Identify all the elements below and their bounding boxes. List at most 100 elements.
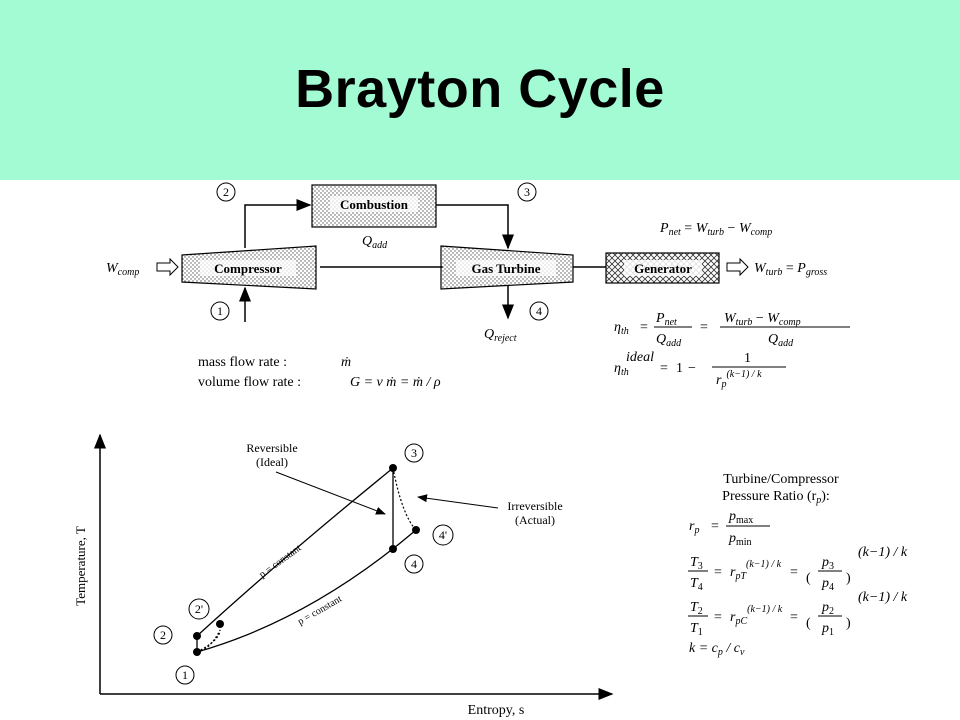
k-eq: k = cp / cv [689,641,745,658]
irreversible-pointer [417,494,499,509]
svg-text:2: 2 [160,628,166,642]
flow-3-line [436,204,514,250]
pressure-ratio-heading-1: Turbine/Compressor [723,472,839,487]
eta-ideal-den: rp(k−1) / k [716,369,762,390]
rp-def-lhs: rp [689,519,699,536]
reversible-pointer [275,471,386,515]
eta-ideal-sup: ideal [626,350,654,365]
rpt-term: rpT(k−1) / k [730,559,782,582]
w-turb-arrow-icon [726,257,749,277]
slide-title: Brayton Cycle [295,59,665,119]
svg-text:4: 4 [411,557,417,571]
process-2-3 [196,467,394,637]
state-3-marker: 3 [517,182,537,202]
point-2 [193,632,201,640]
svg-text:2': 2' [195,602,203,616]
label-point-3: 3 [404,443,424,463]
irreversible-sub-label: (Actual) [515,513,555,527]
rp-def-num: pmax [728,509,753,526]
svg-text:3: 3 [411,446,417,460]
title-banner [0,0,960,180]
point-3 [389,464,397,472]
pressure-ratio-panel: Turbine/Compressor Pressure Ratio (rp): … [688,472,908,658]
eta-den-qadd: Qadd [656,332,682,349]
point-2prime [216,620,224,628]
svg-text:=: = [714,610,722,625]
cycle-schematic: Combustion Qadd Compressor Gas Turbine G… [106,182,827,390]
pressure-ratio-heading-2: Pressure Ratio (rp): [722,489,830,506]
svg-text:=: = [711,519,719,534]
p3-num: p3 [821,555,834,572]
state-1-marker: 1 [210,301,230,321]
flow-2-line [244,199,312,248]
eta-num-pnet: Pnet [655,311,677,328]
p4-den: p4 [821,576,834,593]
svg-text:2: 2 [223,185,229,199]
label-point-4prime: 4' [432,524,454,546]
svg-text:3: 3 [524,185,530,199]
eta-th-symbol: ηth [614,320,629,337]
gas-turbine-label: Gas Turbine [471,261,540,276]
process-1-2prime [196,629,221,653]
eta-den-qadd-2: Qadd [768,332,794,349]
eta-num-w: Wturb − Wcomp [724,311,801,328]
svg-text:): ) [846,616,851,631]
point-1 [193,648,201,656]
rp-def-den: pmin [728,531,752,548]
t2-t1-den: T1 [690,621,703,638]
w-comp-arrow-icon [156,257,179,277]
point-4prime [412,526,420,534]
svg-text:=: = [714,565,722,580]
p21-exp: (k−1) / k [858,590,908,605]
p34-exp: (k−1) / k [858,545,908,560]
reversible-label: Reversible [246,441,297,455]
state-2-marker: 2 [216,182,236,202]
combustion-label: Combustion [340,197,409,212]
ts-diagram: Temperature, T Entropy, s p = constant p… [73,433,614,718]
efficiency-equations: Pnet = Wturb − Wcomp ηth = Pnet Qadd = W… [614,221,850,390]
p2-num: p2 [821,600,834,617]
svg-text:4': 4' [439,528,447,542]
q-add-label: Qadd [362,234,388,251]
svg-text:1: 1 [217,304,223,318]
svg-text:=: = [700,320,708,335]
eta-ideal-symbol: ηth [614,361,629,378]
y-axis-label: Temperature, T [73,526,88,606]
point-4 [389,545,397,553]
label-point-2: 2 [153,625,173,645]
w-comp-label: Wcomp [106,261,139,278]
t2-t1-num: T2 [690,600,703,617]
svg-text:−: − [688,361,696,376]
state-4-marker: 4 [529,301,549,321]
p1-den: p1 [821,621,834,638]
svg-text:=: = [790,610,798,625]
compressor-label: Compressor [214,261,282,276]
svg-text:=: = [660,361,668,376]
generator-label: Generator [634,261,692,276]
mass-flow-label: mass flow rate : [198,355,287,370]
svg-text:(: ( [806,616,811,631]
x-axis-label: Entropy, s [468,703,525,718]
eta-ideal-num: 1 [744,351,751,366]
svg-text:4: 4 [536,304,542,318]
t3-t4-num: T3 [690,555,703,572]
svg-text:): ) [846,571,851,586]
volume-flow-label: volume flow rate : [198,375,301,390]
label-point-4: 4 [404,554,424,574]
volume-flow-eq: G = ν ṁ = ṁ / ρ [350,375,441,390]
process-3-4prime [392,467,417,531]
svg-text:1: 1 [182,668,188,682]
label-point-1: 1 [175,665,195,685]
svg-text:(: ( [806,571,811,586]
process-4-1 [196,529,417,653]
reversible-sub-label: (Ideal) [256,455,288,469]
irreversible-label: Irreversible [507,499,562,513]
svg-text:=: = [790,565,798,580]
eta-ideal-one: 1 [676,361,683,376]
label-point-2prime: 2' [188,598,210,620]
rpc-term: rpC(k−1) / k [730,604,783,627]
w-turb-eq: Wturb = Pgross [754,261,827,278]
q-reject-label: Qreject [484,327,517,344]
t3-t4-den: T4 [690,576,703,593]
